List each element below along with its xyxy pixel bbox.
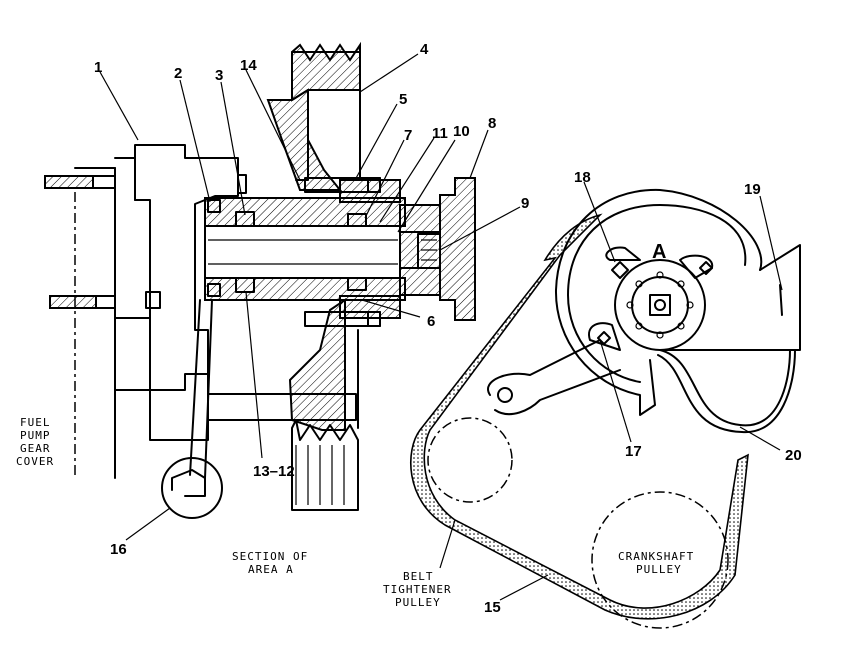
belt-tightener-pulley-line-2: TIGHTENER bbox=[383, 583, 452, 596]
callout-5: 5 bbox=[399, 91, 407, 108]
callout-6: 6 bbox=[427, 313, 435, 330]
callout-9: 9 bbox=[521, 195, 529, 212]
text-labels: FUEL PUMP GEAR COVER SECTION OF AREA A B… bbox=[16, 416, 694, 609]
crankshaft-pulley bbox=[591, 491, 729, 629]
callout-11: 11 bbox=[432, 125, 448, 142]
area-a-marker: A bbox=[652, 241, 666, 263]
crankshaft-pulley-line-2: PULLEY bbox=[636, 563, 682, 576]
callout-10: 10 bbox=[453, 123, 470, 140]
callout-16: 16 bbox=[110, 541, 127, 558]
hub-flange bbox=[417, 177, 476, 321]
mounting-studs bbox=[44, 175, 116, 309]
drive-belt bbox=[410, 213, 749, 620]
section-of-area-line-1: SECTION OF bbox=[232, 550, 308, 563]
tensioner-assembly bbox=[487, 188, 801, 434]
callout-4: 4 bbox=[420, 41, 429, 58]
callout-17: 17 bbox=[625, 443, 642, 460]
belt-tightener-pulley-line-1: BELT bbox=[403, 570, 434, 583]
callout-numbers: 1 2 3 14 4 5 7 11 10 8 9 6 13–12 16 18 1… bbox=[94, 41, 802, 616]
callout-15: 15 bbox=[484, 599, 501, 616]
callout-13-12: 13–12 bbox=[253, 463, 295, 480]
seal-detail bbox=[161, 299, 223, 519]
fuel-pump-gear-cover-line-4: COVER bbox=[16, 455, 54, 468]
shaft-housing-section bbox=[204, 177, 441, 327]
leader-lines bbox=[99, 53, 783, 601]
callout-18: 18 bbox=[574, 169, 591, 186]
belt-tightener-pulley bbox=[427, 417, 513, 503]
fuel-pump-gear-cover-line-3: GEAR bbox=[20, 442, 51, 455]
callout-14: 14 bbox=[240, 57, 257, 74]
crankshaft-pulley-line-1: CRANKSHAFT bbox=[618, 550, 694, 563]
callout-2: 2 bbox=[174, 65, 182, 82]
fuel-pump-gear-cover bbox=[74, 167, 116, 479]
fuel-pump-gear-cover-line-2: PUMP bbox=[20, 429, 51, 442]
section-of-area-line-2: AREA A bbox=[248, 563, 294, 576]
callout-3: 3 bbox=[215, 67, 223, 84]
belt-tightener-pulley-line-3: PULLEY bbox=[395, 596, 441, 609]
callout-7: 7 bbox=[404, 127, 412, 144]
callout-1: 1 bbox=[94, 59, 102, 76]
callout-8: 8 bbox=[488, 115, 496, 132]
callout-20: 20 bbox=[785, 447, 802, 464]
fuel-pump-gear-cover-line-1: FUEL bbox=[20, 416, 51, 429]
callout-19: 19 bbox=[744, 181, 761, 198]
